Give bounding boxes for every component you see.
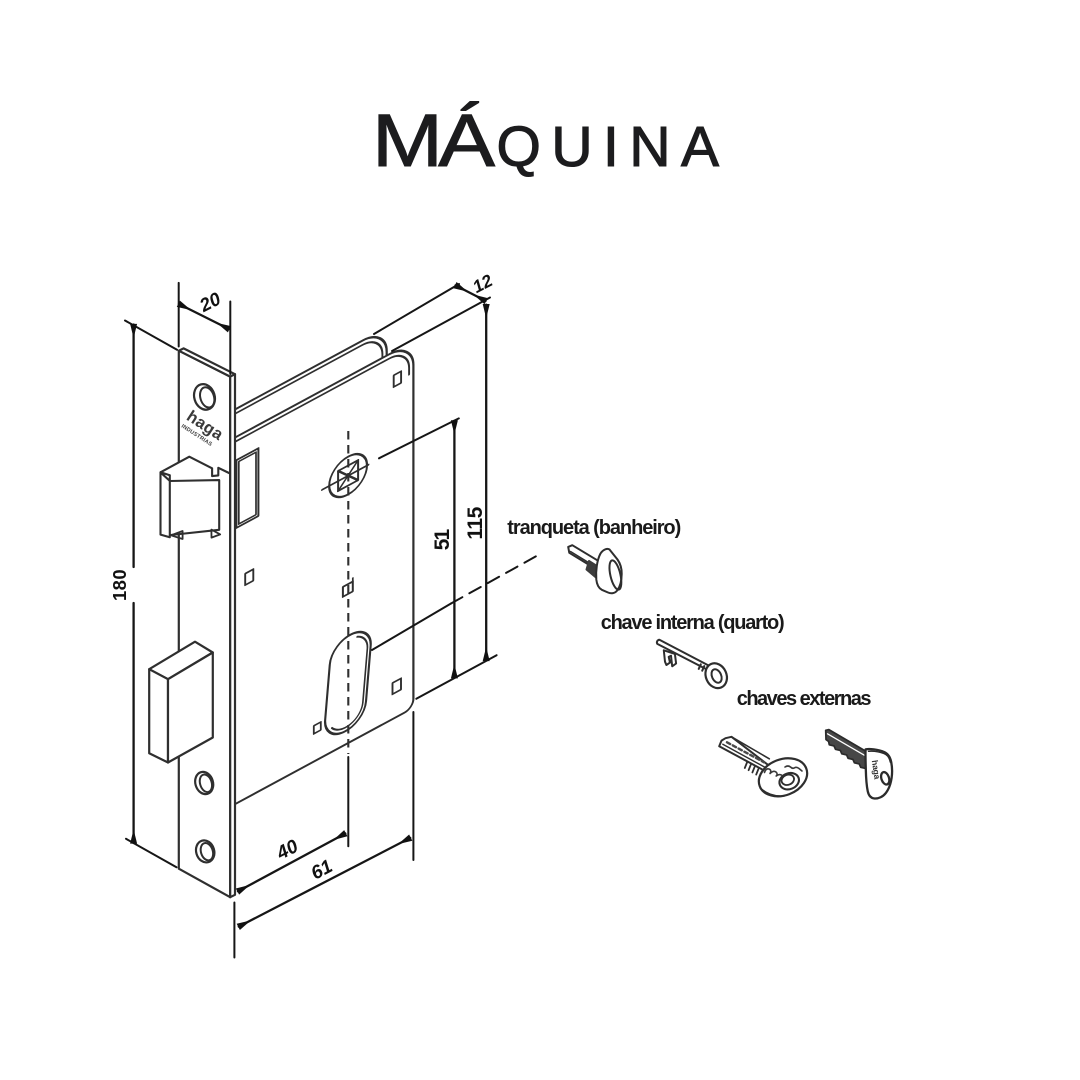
svg-text:40: 40 — [273, 836, 303, 865]
svg-text:tranqueta (banheiro): tranqueta (banheiro) — [507, 517, 680, 539]
svg-text:chave interna (quarto): chave interna (quarto) — [601, 612, 784, 634]
svg-text:180: 180 — [109, 569, 130, 601]
svg-text:51: 51 — [431, 529, 454, 551]
svg-text:12: 12 — [469, 270, 496, 297]
svg-text:61: 61 — [308, 856, 337, 884]
svg-text:QUINA: QUINA — [497, 115, 730, 179]
svg-text:115: 115 — [464, 506, 487, 539]
svg-text:20: 20 — [195, 287, 224, 316]
svg-text:chaves externas: chaves externas — [737, 688, 872, 710]
svg-text:MÁ: MÁ — [372, 99, 496, 182]
svg-text:haga: haga — [870, 759, 883, 780]
